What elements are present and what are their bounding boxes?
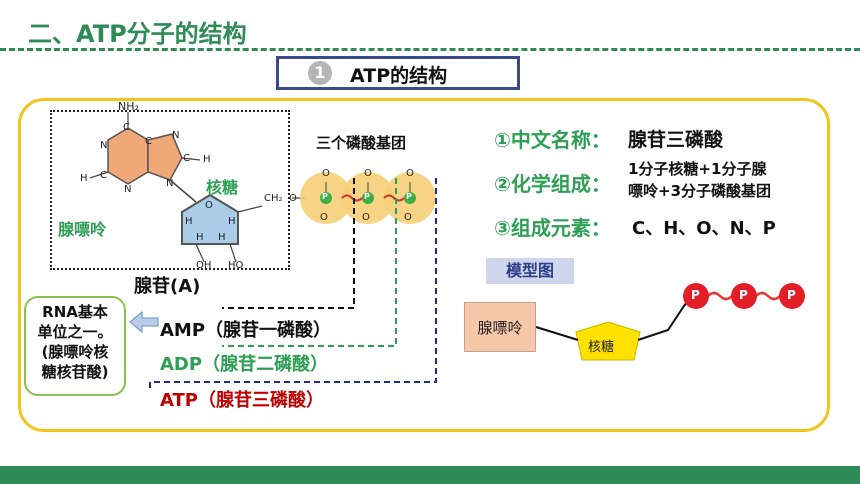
- model-phosphate-label-2: P: [739, 288, 748, 302]
- adenosine-label: 腺苷(A): [134, 276, 201, 297]
- composition-value-line2: 嘌呤+3分子磷酸基团: [628, 182, 772, 200]
- phosphate-group-label: 三个磷酸基团: [316, 134, 407, 152]
- atom-h6: H: [218, 232, 226, 243]
- chinese-name-value: 腺苷三磷酸: [628, 129, 724, 151]
- model-ribose-pentagon: [575, 321, 641, 361]
- atom-h1: H: [203, 154, 211, 165]
- atp-connector: [149, 178, 437, 388]
- ch2-bond: [237, 205, 263, 213]
- atom-nh2: NH₂: [118, 100, 139, 113]
- atom-o-p1: O: [322, 168, 330, 179]
- adp-connector: [222, 178, 397, 347]
- atom-n4: N: [166, 178, 174, 189]
- section-title: ATP的结构: [350, 65, 448, 87]
- atom-p1: P: [322, 192, 328, 201]
- atom-n1: N: [100, 140, 108, 151]
- atom-n2: N: [172, 130, 180, 141]
- atom-n3: N: [124, 184, 132, 195]
- atom-o-p3: O: [406, 168, 414, 179]
- atom-h4: H: [228, 216, 236, 227]
- elements-value: C、H、O、N、P: [632, 218, 776, 239]
- atom-ch2: CH₂: [264, 193, 283, 204]
- rna-note-line-1: RNA基本: [42, 303, 108, 321]
- composition-label: ②化学组成：: [494, 172, 611, 196]
- phosphorus-atom-2: [362, 192, 374, 204]
- atom-o-minus-2: O: [362, 212, 370, 223]
- model-high-energy-bond-2: [755, 291, 781, 301]
- elements-label: ③组成元素：: [494, 216, 611, 240]
- atom-h2: H: [80, 173, 88, 184]
- adenosine-dotted-box: [50, 110, 290, 270]
- model-phosphate-label-1: P: [691, 288, 700, 302]
- ribose-ring: [181, 193, 239, 245]
- atom-ho: HO: [228, 260, 244, 271]
- model-adenine-box: 腺嘌呤: [464, 302, 536, 352]
- amp-label: AMP（腺苷一磷酸）: [160, 320, 332, 341]
- atom-p3: P: [406, 192, 412, 201]
- adenine-label: 腺嘌呤: [58, 220, 107, 239]
- adenine-five-ring: [147, 133, 183, 181]
- ribose-label: 核糖: [206, 178, 239, 197]
- chinese-name-label: ①中文名称：: [494, 128, 611, 152]
- high-energy-bond-1: [341, 194, 363, 202]
- model-bond-sugar-phosphate: [637, 297, 691, 341]
- atp-label: ATP（腺苷三磷酸）: [160, 390, 325, 411]
- atom-h5: H: [196, 232, 204, 243]
- atom-c3: C: [183, 153, 190, 164]
- oh-bond-1: [195, 243, 205, 263]
- adenine-six-ring: [107, 127, 149, 185]
- footer-bar: [0, 466, 860, 484]
- model-phosphate-label-3: P: [787, 288, 796, 302]
- h-bond-left: [89, 171, 109, 179]
- adp-label: ADP（腺苷二磷酸）: [160, 354, 329, 375]
- composition-value-line1: 1分子核糖+1分子腺: [628, 160, 767, 178]
- phosphorus-atom-3: [404, 192, 416, 204]
- model-high-energy-bond-1: [707, 291, 733, 301]
- model-diagram-label: 模型图: [486, 258, 574, 284]
- atom-o-ring: O: [205, 200, 213, 211]
- arrow-to-rna-icon: [129, 310, 159, 334]
- model-phosphate-3: [779, 283, 805, 309]
- model-ribose-label: 核糖: [588, 340, 615, 355]
- model-bond-base-sugar: [535, 326, 579, 341]
- page-title: 二、ATP分子的结构: [28, 20, 247, 48]
- amp-connector: [222, 178, 355, 309]
- atom-o-minus-1: O: [320, 212, 328, 223]
- rna-note-line-4: 糖核苷酸): [41, 363, 109, 381]
- glycosidic-bond: [169, 179, 197, 203]
- rna-note-line-2: 单位之一。: [37, 323, 113, 341]
- model-phosphate-1: [683, 283, 709, 309]
- title-divider: [0, 48, 860, 51]
- atom-c4: C: [100, 170, 107, 181]
- rna-note-box: RNA基本 单位之一。 (腺嘌呤核 糖核苷酸): [24, 296, 126, 396]
- high-energy-bond-2: [383, 194, 405, 202]
- atom-c1: C: [123, 122, 130, 133]
- model-phosphate-2: [731, 283, 757, 309]
- atom-oh: OH: [196, 260, 212, 271]
- atom-h3: H: [185, 216, 193, 227]
- atom-c2: C: [145, 136, 152, 147]
- atom-p2: P: [364, 192, 370, 201]
- section-number-badge: 1: [308, 61, 332, 85]
- atom-o-ester: O: [289, 193, 297, 204]
- rna-note-line-3: (腺嘌呤核: [41, 343, 109, 361]
- phosphorus-atom-1: [320, 192, 332, 204]
- oh-bond-2: [229, 243, 237, 263]
- atom-o-minus-3: O: [404, 212, 412, 223]
- atom-o-p2: O: [364, 168, 372, 179]
- content-frame: [18, 98, 830, 432]
- h-bond-right: [181, 157, 201, 161]
